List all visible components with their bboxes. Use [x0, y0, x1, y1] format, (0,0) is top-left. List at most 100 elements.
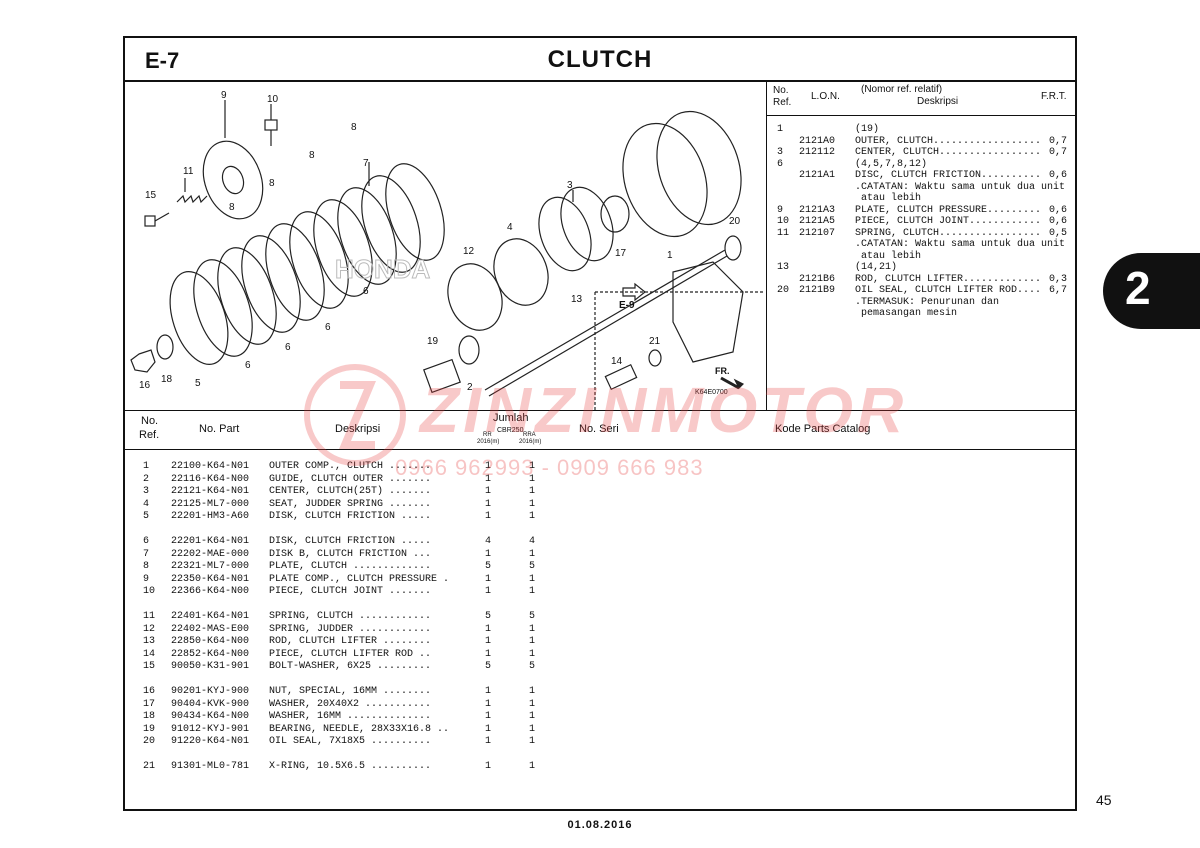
- part-q1: 1: [485, 685, 492, 697]
- part-part: 22121-K64-N01: [171, 486, 250, 498]
- part-desc: CENTER, CLUTCH(25T) .......: [269, 486, 432, 498]
- part-ref: 19: [143, 723, 156, 735]
- svg-text:21: 21: [649, 336, 661, 347]
- svg-text:5: 5: [195, 378, 201, 389]
- part-q1: 1: [485, 623, 492, 635]
- part-part: 22850-K64-N00: [171, 636, 250, 648]
- lon-desc: pemasangan mesin: [855, 308, 958, 319]
- part-desc: PIECE, CLUTCH JOINT .......: [269, 586, 432, 598]
- bolt-shape: [264, 119, 278, 131]
- lon-desc: ROD, CLUTCH LIFTER.............: [855, 273, 1042, 285]
- lon-ref: 10: [777, 216, 790, 227]
- nut-shape: [130, 349, 156, 373]
- page-frame: E-7 CLUTCH: [123, 36, 1077, 811]
- part-part: 22402-MAS-E00: [171, 623, 250, 635]
- part-q1: 1: [485, 486, 492, 498]
- part-q2: 1: [529, 648, 536, 660]
- parts-col-jumlah: Jumlah: [493, 412, 529, 424]
- lon-desc: .CATATAN: Waktu sama untuk dua unit: [855, 181, 1066, 193]
- part-ref: 15: [143, 661, 156, 673]
- svg-text:13: 13: [571, 294, 583, 305]
- part-ref: 16: [143, 685, 156, 697]
- svg-text:16: 16: [139, 380, 151, 391]
- part-q2: 1: [529, 586, 536, 598]
- part-part: 22852-K64-N00: [171, 648, 250, 660]
- group-gap: [125, 524, 765, 536]
- part-part: 22202-MAE-000: [171, 548, 250, 560]
- part-ref: 7: [143, 548, 150, 560]
- lon-desc: (4,5,7,8,12): [855, 158, 928, 170]
- lon-desc: (14,21): [855, 262, 898, 273]
- svg-text:2: 2: [467, 382, 473, 393]
- parts-col-rra-year: 2016(m): [519, 439, 542, 445]
- lon-frt: 0,7: [1049, 147, 1068, 158]
- part-part: 22366-K64-N00: [171, 586, 250, 598]
- svg-text:6: 6: [325, 322, 331, 333]
- parts-col-part: No. Part: [199, 423, 240, 435]
- part-part: 22401-K64-N01: [171, 610, 250, 622]
- lon-col-lon: L.O.N.: [811, 91, 840, 102]
- lon-desc: .CATATAN: Waktu sama untuk dua unit: [855, 239, 1066, 250]
- part-desc: X-RING, 10.5X6.5 ..........: [269, 760, 432, 772]
- lon-row: pemasangan mesin: [767, 308, 1077, 320]
- part-q2: 1: [529, 473, 536, 485]
- part-part: 22321-ML7-000: [171, 561, 250, 573]
- part-ref: 8: [143, 561, 150, 573]
- group-gap: [125, 674, 765, 686]
- part-q2: 1: [529, 711, 536, 723]
- lon-ref: 9: [777, 204, 784, 216]
- svg-text:K64E0700: K64E0700: [695, 389, 728, 396]
- part-desc: PLATE, CLUTCH .............: [269, 561, 432, 573]
- lon-col-frt: F.R.T.: [1041, 91, 1067, 102]
- lon-desc: OIL SEAL, CLUTCH LIFTER ROD....: [855, 285, 1042, 296]
- part-q1: 5: [485, 610, 492, 622]
- section-title: CLUTCH: [547, 46, 653, 73]
- part-desc: GUIDE, CLUTCH OUTER .......: [269, 473, 432, 485]
- svg-text:8: 8: [351, 122, 357, 133]
- part-desc: OIL SEAL, 7X18X5 ..........: [269, 736, 432, 748]
- part-part: 22350-K64-N01: [171, 573, 250, 585]
- part-ref: 1: [143, 461, 150, 472]
- part-q2: 1: [529, 486, 536, 498]
- part-ref: 14: [143, 648, 156, 660]
- lon-frt: 0,6: [1049, 216, 1068, 227]
- svg-text:E-9: E-9: [619, 300, 635, 311]
- print-date: 01.08.2016: [567, 819, 633, 831]
- lon-ref: 13: [777, 262, 790, 273]
- part-q1: 4: [485, 535, 492, 547]
- part-q1: 5: [485, 561, 492, 573]
- lon-row: 1(19): [767, 124, 1077, 136]
- svg-text:HONDA: HONDA: [335, 254, 431, 284]
- lon-lon: 212107: [799, 227, 836, 239]
- part-part: 90201-KYJ-900: [171, 685, 250, 697]
- svg-text:15: 15: [145, 190, 157, 201]
- part-q1: 1: [485, 736, 492, 748]
- part-q2: 1: [529, 736, 536, 748]
- part-ref: 18: [143, 711, 156, 723]
- part-ref: 9: [143, 573, 150, 585]
- lon-desc: DISC, CLUTCH FRICTION..........: [855, 170, 1042, 181]
- parts-row: 8 22321-ML7-000 PLATE, CLUTCH ............…: [125, 561, 765, 574]
- group-gap: [125, 749, 765, 761]
- lon-col-ref: Ref.: [773, 97, 792, 108]
- part-part: 22116-K64-N00: [171, 473, 250, 485]
- parts-col-ref: Ref.: [139, 429, 160, 441]
- section-code: E-7: [145, 48, 180, 73]
- part-q2: 1: [529, 685, 536, 697]
- lon-lon: 2121B6: [799, 273, 836, 285]
- parts-col-rr: RR: [483, 432, 492, 438]
- part-part: 90434-K64-N00: [171, 711, 250, 723]
